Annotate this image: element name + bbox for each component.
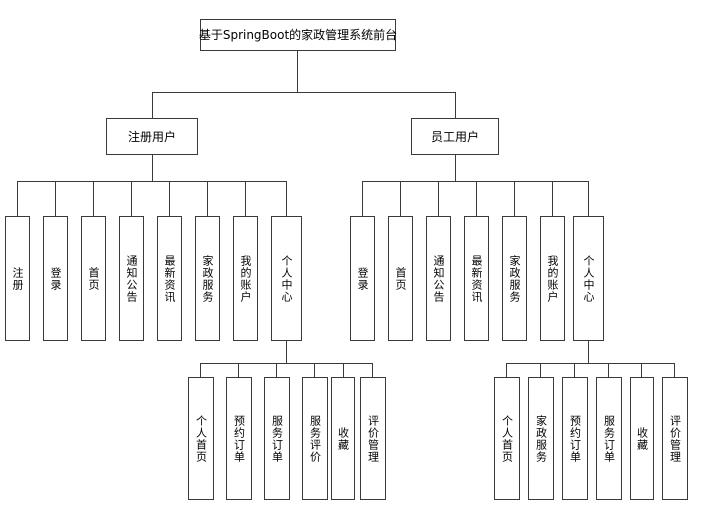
- node-subleaf-personal-home-left-label: 个人首页: [194, 414, 208, 463]
- node-subleaf-personal-home-right: 个人首页: [494, 377, 520, 500]
- node-branch-registered-user: 注册用户: [106, 118, 198, 155]
- connector-leaf-r1-drop: [400, 181, 401, 216]
- node-leaf-news-label: 最新资讯: [163, 254, 176, 303]
- node-leaf-account: 我的账户: [233, 216, 258, 341]
- node-leaf-news: 最新资讯: [157, 216, 182, 341]
- node-leaf-account-right: 我的账户: [540, 216, 565, 341]
- node-leaf-personal-center-right: 个人中心: [573, 216, 604, 341]
- connector-sub1-bus: [506, 363, 674, 364]
- node-leaf-service-right: 家政服务: [502, 216, 527, 341]
- node-leaf-login-label: 登录: [49, 266, 62, 291]
- node-leaf-news-right-label: 最新资讯: [470, 254, 483, 303]
- connector-leaf-r3-drop: [476, 181, 477, 216]
- connector-branch1-stem: [455, 155, 456, 181]
- connector-sub-r3-drop: [608, 363, 609, 377]
- node-subleaf-personal-home-left: 个人首页: [188, 377, 214, 500]
- connector-sub-r2-drop: [574, 363, 575, 377]
- node-subleaf-service-order-right: 服务订单: [596, 377, 622, 500]
- connector-leaf-l7-drop: [286, 181, 287, 216]
- connector-sub-r1-drop: [540, 363, 541, 377]
- node-subleaf-review-mgmt-left: 评价管理: [360, 377, 386, 500]
- node-leaf-personal-center-left-label: 个人中心: [280, 254, 293, 303]
- node-leaf-service-label: 家政服务: [201, 254, 214, 303]
- connector-leaf-l0-drop: [17, 181, 18, 216]
- node-subleaf-booking-order-left-label: 预约订单: [232, 414, 246, 463]
- node-subleaf-booking-order-left: 预约订单: [226, 377, 252, 500]
- connector-leaf-r2-drop: [438, 181, 439, 216]
- connector-leaf-r5-drop: [552, 181, 553, 216]
- node-subleaf-booking-order-right-label: 预约订单: [568, 414, 582, 463]
- connector-leaf-r0-drop: [362, 181, 363, 216]
- connector-sub-l4-drop: [343, 363, 344, 377]
- node-leaf-service-right-label: 家政服务: [508, 254, 521, 303]
- node-subleaf-booking-order-right: 预约订单: [562, 377, 588, 500]
- node-subleaf-favorites-left: 收藏: [331, 377, 355, 500]
- node-leaf-account-right-label: 我的账户: [546, 254, 559, 303]
- node-subleaf-personal-home-right-label: 个人首页: [500, 414, 514, 463]
- node-root: 基于SpringBoot的家政管理系统前台: [198, 19, 398, 51]
- node-leaf-login-right-label: 登录: [356, 266, 369, 291]
- connector-root-stem: [297, 51, 298, 92]
- connector-leaf-l2-drop: [93, 181, 94, 216]
- node-leaf-news-right: 最新资讯: [464, 216, 489, 341]
- connector-sub-l1-drop: [238, 363, 239, 377]
- connector-sub1-stem: [588, 341, 589, 363]
- node-branch-employee-user-label: 员工用户: [430, 129, 479, 144]
- connector-branch0-drop: [152, 92, 153, 118]
- node-subleaf-service-order-left: 服务订单: [264, 377, 290, 500]
- node-leaf-home-label: 首页: [87, 266, 100, 291]
- node-leaf-login: 登录: [43, 216, 68, 341]
- connector-sub-l0-drop: [200, 363, 201, 377]
- connector-branch0-stem: [152, 155, 153, 181]
- node-subleaf-favorites-right: 收藏: [630, 377, 654, 500]
- node-subleaf-review-mgmt-left-label: 评价管理: [366, 414, 380, 463]
- node-subleaf-favorites-left-label: 收藏: [336, 426, 350, 451]
- connector-leaf-l4-drop: [169, 181, 170, 216]
- node-leaf-notice: 通知公告: [119, 216, 144, 341]
- node-leaf-personal-center-left: 个人中心: [271, 216, 302, 341]
- node-leaf-home-right-label: 首页: [394, 266, 407, 291]
- node-root-label: 基于SpringBoot的家政管理系统前台: [198, 28, 398, 42]
- node-leaf-personal-center-right-label: 个人中心: [582, 254, 595, 303]
- node-subleaf-service-order-left-label: 服务订单: [270, 414, 284, 463]
- node-leaf-home: 首页: [81, 216, 106, 341]
- node-subleaf-review-mgmt-right-label: 评价管理: [668, 414, 682, 463]
- connector-leaf-l1-drop: [55, 181, 56, 216]
- connector-branch1-bus: [362, 181, 588, 182]
- connector-leaf-r6-drop: [588, 181, 589, 216]
- node-leaf-notice-label: 通知公告: [125, 254, 138, 303]
- connector-sub-l3-drop: [314, 363, 315, 377]
- connector-sub0-stem: [286, 341, 287, 363]
- connector-branch0-bus: [17, 181, 286, 182]
- node-subleaf-housekeeping-service-right-label: 家政服务: [534, 414, 548, 463]
- connector-sub-r4-drop: [641, 363, 642, 377]
- connector-leaf-l5-drop: [207, 181, 208, 216]
- node-leaf-service: 家政服务: [195, 216, 220, 341]
- connector-sub-l5-drop: [372, 363, 373, 377]
- connector-sub-r5-drop: [674, 363, 675, 377]
- node-leaf-account-label: 我的账户: [239, 254, 252, 303]
- connector-leaf-r4-drop: [514, 181, 515, 216]
- connector-level2-bus: [152, 92, 455, 93]
- node-leaf-notice-right-label: 通知公告: [432, 254, 445, 303]
- node-branch-registered-user-label: 注册用户: [127, 129, 176, 144]
- node-leaf-home-right: 首页: [388, 216, 413, 341]
- node-subleaf-service-review-left: 服务评价: [302, 377, 328, 500]
- node-branch-employee-user: 员工用户: [411, 118, 499, 155]
- node-leaf-login-right: 登录: [350, 216, 375, 341]
- node-subleaf-review-mgmt-right: 评价管理: [662, 377, 688, 500]
- node-leaf-register: 注册: [5, 216, 30, 341]
- node-subleaf-favorites-right-label: 收藏: [635, 426, 649, 451]
- node-leaf-register-label: 注册: [11, 266, 24, 291]
- connector-leaf-l6-drop: [245, 181, 246, 216]
- node-leaf-notice-right: 通知公告: [426, 216, 451, 341]
- connector-sub0-bus: [200, 363, 372, 364]
- node-subleaf-service-order-right-label: 服务订单: [602, 414, 616, 463]
- connector-leaf-l3-drop: [131, 181, 132, 216]
- node-subleaf-service-review-left-label: 服务评价: [308, 414, 322, 463]
- node-subleaf-housekeeping-service-right: 家政服务: [528, 377, 554, 500]
- connector-branch1-drop: [455, 92, 456, 118]
- connector-sub-l2-drop: [276, 363, 277, 377]
- connector-sub-r0-drop: [506, 363, 507, 377]
